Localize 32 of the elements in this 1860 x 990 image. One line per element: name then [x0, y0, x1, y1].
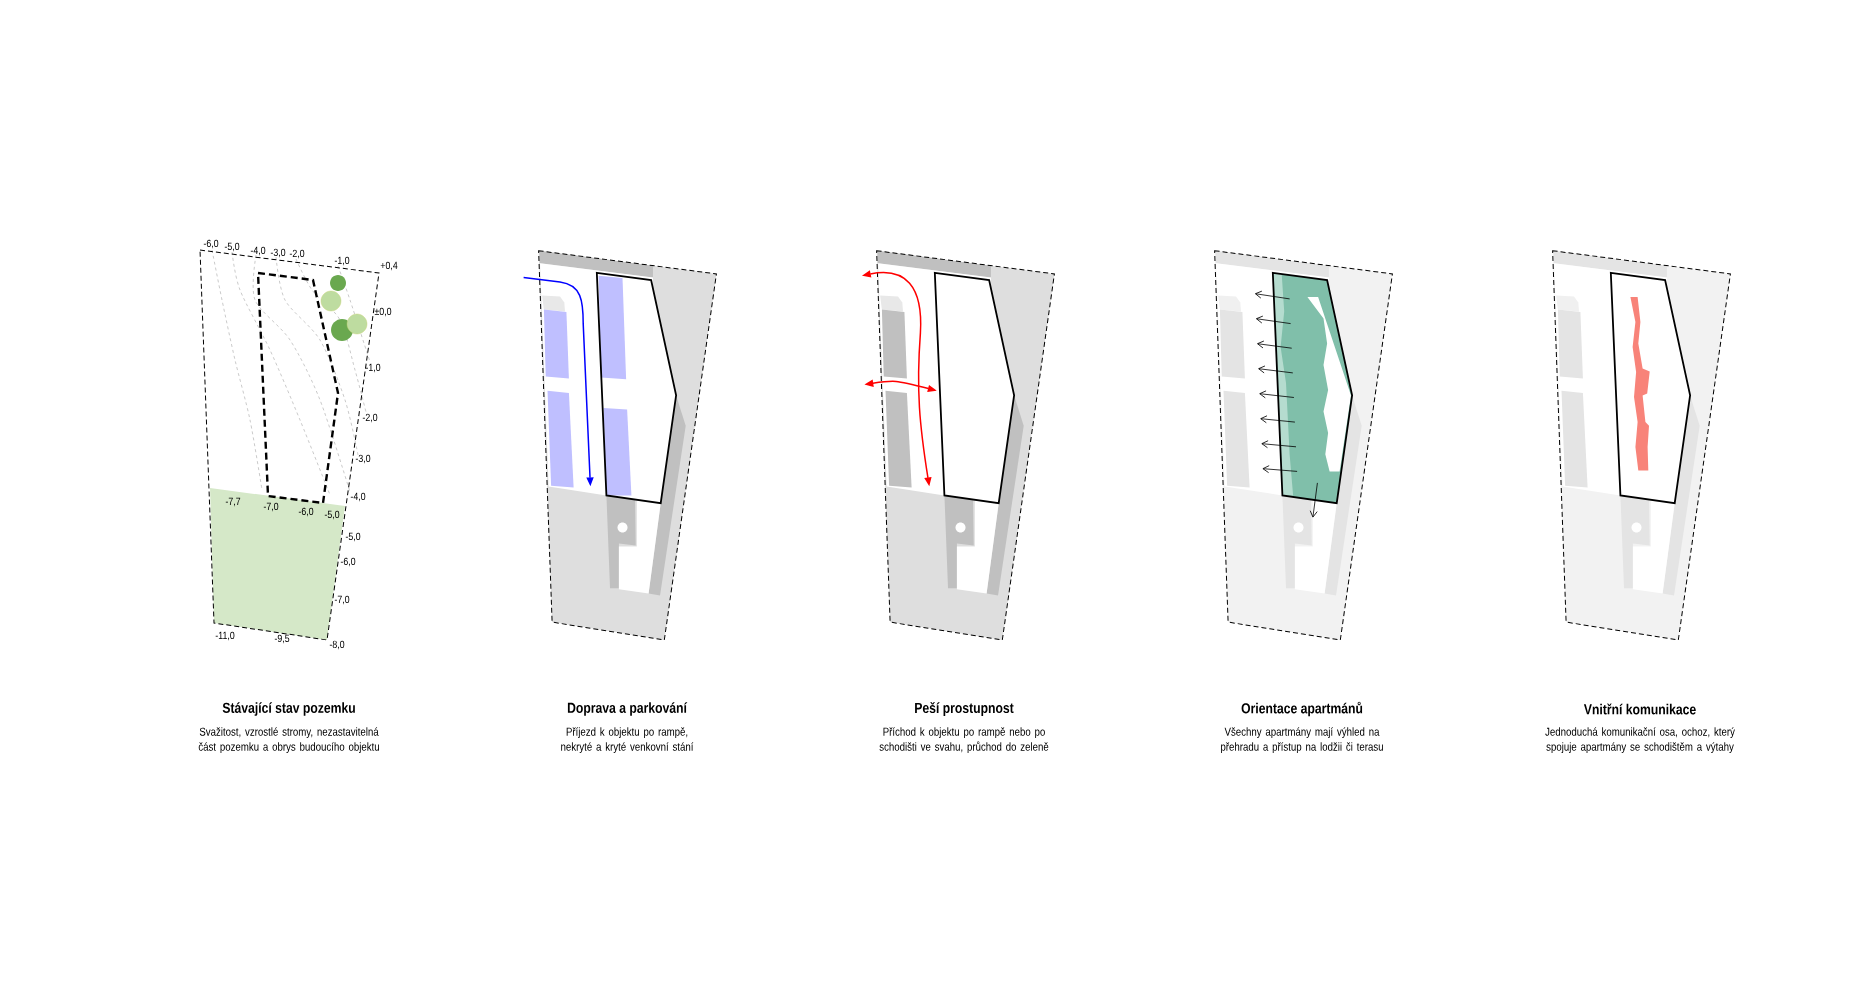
elevation-label: -5,0 [345, 532, 361, 542]
panel-title: Orientace apartmánů [1241, 701, 1363, 717]
panel-description: Všechny apartmány mají výhled na přehradu a přístup na lodžii či terasu [1221, 727, 1383, 754]
elevation-label: -9,5 [274, 634, 290, 644]
elevation-label: -1,0 [334, 256, 350, 266]
elevation-label: -4,0 [250, 246, 266, 256]
elevation-label: -8,0 [329, 640, 345, 650]
elevation-label: -7,0 [334, 595, 350, 605]
elevation-label: -3,0 [355, 454, 371, 464]
panel-description: Příchod k objektu po rampě nebo po schodišti ve svahu, průchod do zeleně [879, 727, 1049, 754]
elevation-label: -4,0 [350, 492, 366, 502]
elevation-label: -6,0 [340, 557, 356, 567]
panel-title: Stávající stav pozemku [222, 702, 355, 716]
panel-description: Svažitost, vzrostlé stromy, nezastavitelná část pozemku a obrys budoucího objektu [198, 727, 379, 754]
panel-description: Příjezd k objektu po rampě, nekryté a kryté venkovní stání [561, 727, 694, 754]
elevation-label: -1,0 [365, 363, 381, 373]
elevation-label: -2,0 [362, 413, 378, 423]
panel-title: Vnitřní komunikace [1583, 703, 1696, 715]
panel-title: Doprava a parkování [567, 702, 688, 716]
elevation-label: -5,0 [224, 242, 240, 252]
elevation-label: -7,0 [263, 502, 279, 512]
elevation-label: +0,4 [380, 261, 398, 271]
panel-description: Jednoduchá komunikační osa, ochoz, který spojuje apartmány se schodištěm a výtahy [1545, 727, 1735, 754]
elevation-label: ±0,0 [374, 307, 392, 317]
panel-title: Peší prostupnost [915, 702, 1014, 716]
elevation-label: -3,0 [270, 248, 286, 258]
elevation-label: -6,0 [203, 239, 219, 249]
elevation-label: -7,7 [225, 497, 241, 507]
elevation-label: -5,0 [324, 510, 340, 520]
elevation-label: -11,0 [215, 631, 235, 641]
elevation-label: -6,0 [298, 507, 314, 517]
elevation-label: -2,0 [289, 249, 305, 259]
